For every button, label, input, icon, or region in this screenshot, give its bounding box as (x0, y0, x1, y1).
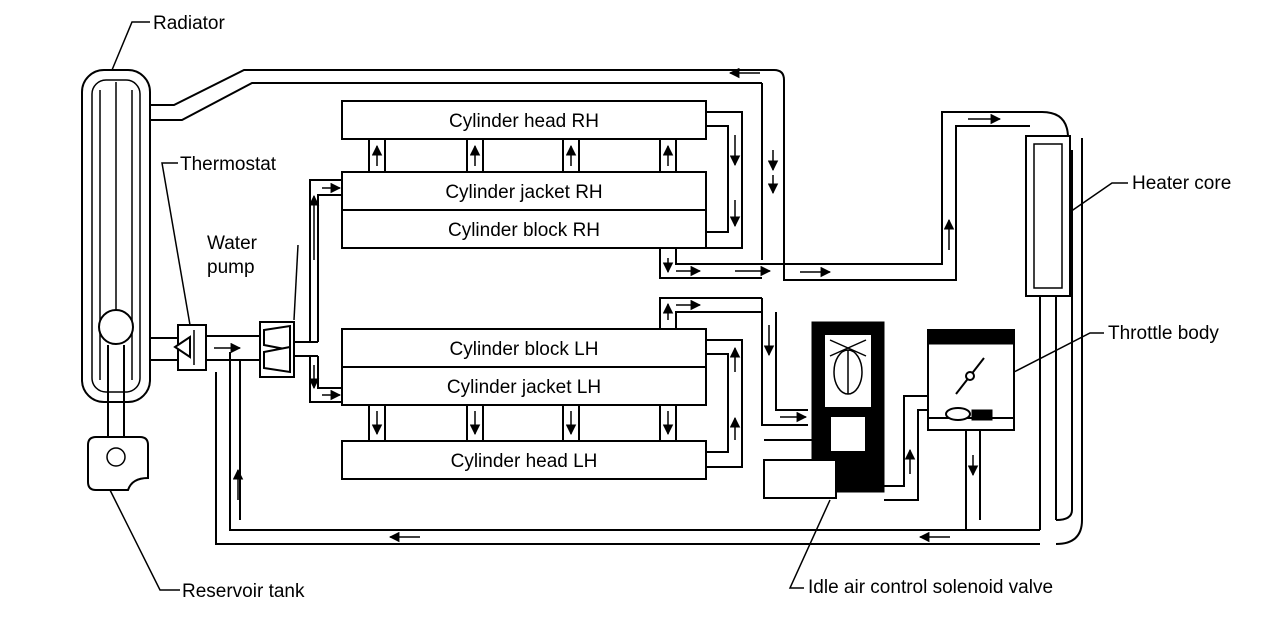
heater-core (1025, 135, 1071, 530)
idle-air-control-valve (763, 321, 885, 499)
throttle-body-label: Throttle body (1108, 323, 1219, 344)
cylinder-block-rh-label: Cylinder block RH (448, 220, 600, 241)
thermostat (173, 324, 260, 371)
radiator (81, 69, 151, 455)
water-pump-label-2: pump (207, 257, 255, 278)
lower-radiator-hose (150, 337, 178, 361)
cylinder-block-lh-label: Cylinder block LH (450, 339, 599, 360)
heater-core-label: Heater core (1132, 173, 1231, 194)
cylinder-head-lh-box (341, 440, 707, 480)
rh-outlet-pipes (659, 111, 772, 279)
water-pump-label-1: Water (207, 233, 258, 254)
cylinder-head-lh-label: Cylinder head LH (451, 451, 598, 472)
throttle-body-pipes (884, 395, 981, 530)
cylinder-block-lh-box (341, 328, 707, 368)
radiator-label: Radiator (153, 13, 225, 34)
pump-distribution-pipes (308, 179, 342, 403)
rh-head-passages (368, 138, 677, 173)
cylinder-jacket-rh-label: Cylinder jacket RH (445, 182, 602, 203)
return-pipe (215, 138, 1083, 545)
idle-valve-feed (761, 298, 808, 426)
cylinder-head-rh-label: Cylinder head RH (449, 111, 599, 132)
heater-feed-pipes (762, 111, 1069, 281)
cylinder-jacket-lh-label: Cylinder jacket LH (447, 377, 601, 398)
upper-radiator-hose (150, 67, 785, 272)
cylinder-block-rh-box (341, 209, 707, 249)
leader-lines (109, 21, 1128, 591)
lh-outlet-pipes (659, 297, 762, 468)
thermostat-label: Thermostat (180, 154, 277, 175)
throttle-body (927, 329, 1015, 431)
cylinder-head-rh-box (341, 100, 707, 140)
water-pump (259, 321, 318, 378)
reservoir-tank-label: Reservoir tank (182, 581, 305, 602)
cylinder-jacket-lh-box (341, 366, 707, 406)
reservoir-tank (87, 436, 149, 491)
lh-head-passages (368, 404, 677, 442)
idle-valve-label: Idle air control solenoid valve (808, 577, 1053, 598)
